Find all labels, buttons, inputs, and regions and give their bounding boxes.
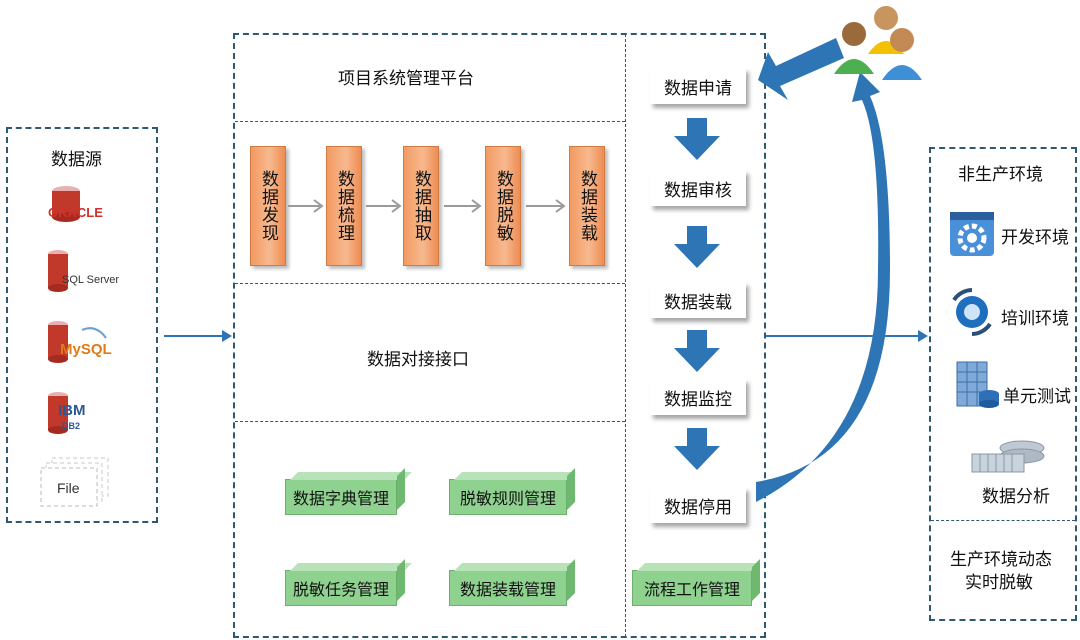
divider-2 <box>235 283 625 284</box>
spreadsheet-icon <box>955 360 1001 410</box>
platform-divider <box>625 34 626 637</box>
globe-sync-icon <box>948 288 998 338</box>
gear-icon <box>948 210 998 260</box>
workflow-step-load: 数据装载 <box>650 282 746 318</box>
data-source-title: 数据源 <box>51 150 102 170</box>
pipeline-step-discover: 数据发现 <box>250 146 286 266</box>
workflow-step-monitor: 数据监控 <box>650 379 746 415</box>
prod-label-line1: 生产环境动态 <box>950 550 1052 570</box>
data-source-panel <box>6 127 158 523</box>
file-icon: File <box>40 456 112 508</box>
nonprod-item-training: 培训环境 <box>1001 309 1069 329</box>
file-label: File <box>57 480 80 496</box>
sqlserver-icon: SQL Server <box>42 247 128 295</box>
pipeline-step-extract: 数据抽取 <box>403 146 439 266</box>
storage-icon <box>970 436 1050 476</box>
mysql-icon: MySQL <box>42 318 122 366</box>
nonprod-item-unittest: 单元测试 <box>1003 387 1071 407</box>
workflow-down-arrows <box>674 118 720 470</box>
workflow-step-apply: 数据申请 <box>650 68 746 104</box>
interface-label: 数据对接接口 <box>367 350 469 370</box>
mysql-label: MySQL <box>60 341 112 358</box>
nonprod-title: 非生产环境 <box>958 165 1043 185</box>
db2-label: DB2 <box>62 421 80 431</box>
ibm-db2-icon: IBM DB2 <box>42 389 102 437</box>
module-mask-rules: 脱敏规则管理 <box>449 479 567 515</box>
divider-3 <box>235 421 625 422</box>
feedback-loop-arrow <box>756 38 890 502</box>
pipeline-step-mask: 数据脱敏 <box>485 146 521 266</box>
platform-to-nonprod-arrow <box>766 330 928 342</box>
platform-panel <box>233 33 766 638</box>
module-dictionary: 数据字典管理 <box>285 479 397 515</box>
pipeline-arrows <box>288 199 566 213</box>
module-mask-tasks: 脱敏任务管理 <box>285 570 397 606</box>
source-to-platform-arrow <box>164 330 232 342</box>
ibm-label: IBM <box>58 402 86 419</box>
oracle-icon: ORACLE <box>42 183 122 227</box>
oracle-label: ORACLE <box>48 205 103 220</box>
pipeline-step-sort: 数据梳理 <box>326 146 362 266</box>
module-workflow: 流程工作管理 <box>632 570 752 606</box>
nonprod-item-dev: 开发环境 <box>1001 228 1069 248</box>
nonprod-panel <box>929 147 1077 621</box>
module-load: 数据装载管理 <box>449 570 567 606</box>
divider-1 <box>235 121 625 122</box>
users-icon <box>830 2 926 82</box>
sqlserver-label: SQL Server <box>62 274 119 286</box>
prod-label-line2: 实时脱敏 <box>965 573 1033 593</box>
pipeline-step-load: 数据装载 <box>569 146 605 266</box>
divider-right <box>931 520 1075 521</box>
workflow-step-disable: 数据停用 <box>650 487 746 523</box>
nonprod-item-analysis: 数据分析 <box>982 487 1050 507</box>
platform-title: 项目系统管理平台 <box>338 69 474 89</box>
workflow-step-review: 数据审核 <box>650 170 746 206</box>
